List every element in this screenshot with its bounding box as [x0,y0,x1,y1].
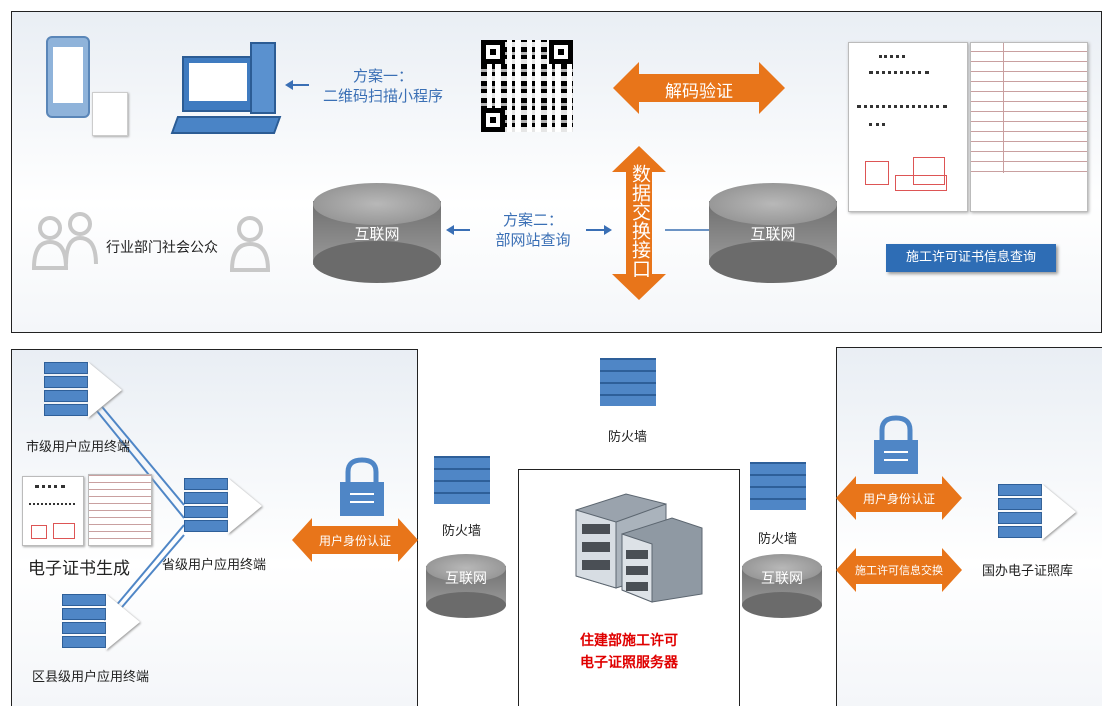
internet-globe-left: 互联网 [313,183,441,283]
certificate-form-left [848,42,968,212]
cert-generate-image [22,476,84,546]
county-server-icon [62,594,152,656]
scheme1-desc: 二维码扫描小程序 [322,87,443,105]
person-icon [229,216,271,272]
permit-exchange-label: 施工许可信息交换 [855,564,943,577]
firewall-icon-right [750,462,806,510]
auth-left-label: 用户身份认证 [318,534,391,548]
firewall-left-label: 防火墙 [442,524,482,539]
auth-right-label: 用户身份认证 [862,492,935,506]
internet-bottom-right-label: 互联网 [761,571,803,587]
data-exchange-label: 数据交换接口 [629,164,651,278]
city-terminal-label: 市级用户应用终端 [26,440,131,455]
decode-label: 解码验证 [665,82,733,102]
decode-double-arrow [613,62,785,114]
permit-exchange-arrow [836,548,962,592]
county-terminal-label: 区县级用户应用终端 [32,670,150,685]
internet-bottom-left-label: 互联网 [445,571,487,587]
internet-globe-bottom-right: 互联网 [742,554,822,620]
server-name-line1: 住建部施工许可 [580,633,678,649]
scheme1-title: 方案一： [352,67,413,85]
firewall-icon-center [600,358,656,406]
computer-icon [170,42,292,142]
server-name: 住建部施工许可 电子证照服务器 [518,630,740,674]
firewall-center-label: 防火墙 [608,430,648,445]
certificate-form-right [970,42,1088,212]
lock-icon-left [340,457,384,516]
national-lib-server-icon [998,484,1088,546]
scheme1-arrow [285,80,309,90]
scheme2-arrows [446,225,612,235]
national-lib-label: 国办电子证照库 [982,564,1074,579]
scheme1-text: 方案一： 二维码扫描小程序 [308,66,458,106]
people-icon [31,212,98,270]
auth-arrow-left [292,518,418,562]
internet-globe-bottom-left: 互联网 [426,554,506,620]
internet-right-label: 互联网 [750,225,796,243]
firewall-icon-left [434,456,490,504]
city-server-icon [44,362,134,424]
server-name-line2: 电子证照服务器 [580,655,678,671]
scheme2-desc: 部网站查询 [495,231,571,249]
cert-generate-label: 电子证书生成 [28,559,130,579]
province-terminal-label: 省级用户应用终端 [162,558,267,573]
province-server-icon [184,478,274,540]
internet-left-label: 互联网 [354,225,400,243]
data-exchange-arrow [612,146,666,300]
firewall-right-label: 防火墙 [758,532,798,547]
lock-icon-right [874,415,918,474]
auth-arrow-right [836,476,962,520]
cert-generate-image-2 [88,474,152,546]
scheme2-title: 方案二： [502,211,563,229]
document-icon [92,92,128,136]
cert-query-label: 施工许可证书信息查询 [886,244,1056,272]
scheme2-text: 方案二： 部网站查询 [468,210,598,250]
phone-icon [46,36,90,118]
qr-code-image [481,40,573,132]
server-rack-icon [575,493,703,603]
internet-globe-right: 互联网 [709,183,837,283]
public-label: 行业部门社会公众 [106,240,218,256]
